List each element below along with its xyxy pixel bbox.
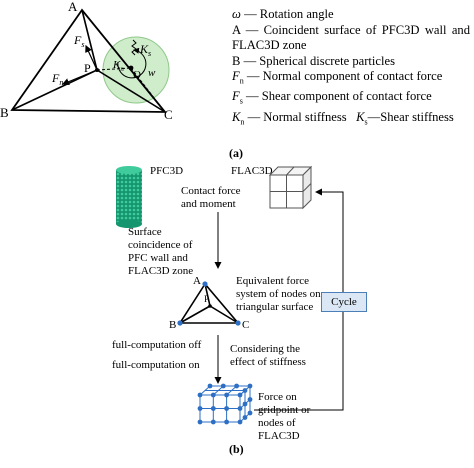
vertex-b: B <box>0 105 9 120</box>
force-on-gridpoint-label: Force on gridpoint or nodes of FLAC3D <box>258 391 311 442</box>
full-computation-on: full-computation on <box>112 359 200 371</box>
caption-a: (a) <box>229 146 243 160</box>
contact-diagram: A B C P O Fs Fn Ks Kn w <box>0 0 173 122</box>
contact-force-label: Contact force and moment <box>181 185 241 210</box>
omega-label: w <box>148 67 156 79</box>
kn-label: Kn <box>112 59 124 73</box>
legend-row-fn: Fn — Normal component of contact force <box>232 69 443 86</box>
legend-row-a: A — Coincident surface of PFC3D wall and… <box>232 22 470 53</box>
considering-stiffness-label: Considering the effect of stiffness <box>230 343 306 368</box>
legend-row-k: Kn — Normal stiffness Ks—Shear stiffness <box>232 109 454 127</box>
triangle-surface <box>10 8 167 113</box>
node-triangle: A B C P <box>169 275 249 331</box>
svg-text:A: A <box>193 275 201 287</box>
vertex-p: P <box>84 61 91 75</box>
svg-text:B: B <box>169 319 176 331</box>
pfc-label: PFC3D <box>150 165 184 177</box>
flac-label: FLAC3D <box>231 165 273 177</box>
pfc-cylinder <box>116 166 142 228</box>
normal-force-arrow <box>61 69 98 86</box>
full-computation-off: full-computation off <box>112 339 202 351</box>
fn-label: Fn <box>51 71 63 87</box>
cycle-box: Cycle <box>321 292 367 312</box>
fs-label: Fs <box>73 33 84 49</box>
flac-cube <box>268 165 313 210</box>
vertex-c: C <box>164 107 173 122</box>
point-o <box>128 65 134 71</box>
vertex-o: O <box>133 69 141 81</box>
flac-grid-nodes <box>197 383 253 425</box>
svg-text:P: P <box>204 294 209 304</box>
surface-coincidence-label: Surface coincidence of PFC wall and FLAC… <box>128 226 194 277</box>
point-p <box>95 68 99 72</box>
svg-text:C: C <box>242 319 249 331</box>
vertex-a: A <box>68 0 78 14</box>
caption-b: (b) <box>229 442 244 456</box>
legend: ω — Rotation angle A — Coincident surfac… <box>232 7 470 130</box>
ks-label: Ks <box>139 42 151 58</box>
rotation-arc <box>117 47 147 79</box>
legend-row-omega: ω — Rotation angle <box>232 7 334 21</box>
legend-row-b: B — Spherical discrete particles <box>232 53 395 68</box>
equivalent-force-label: Equivalent force system of nodes on tria… <box>236 275 321 313</box>
shear-force-arrow <box>85 44 98 71</box>
legend-row-fs: Fs — Shear component of contact force <box>232 89 432 106</box>
